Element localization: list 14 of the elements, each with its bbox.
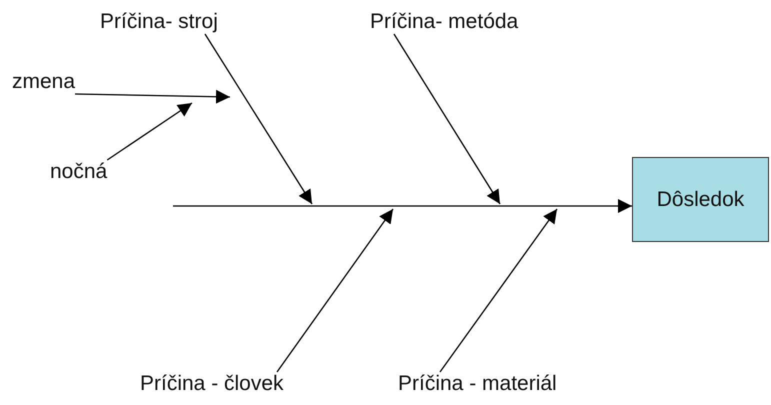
arrow (204, 34, 313, 204)
arrow (75, 90, 230, 104)
sub-cause-label: nočná (50, 160, 108, 184)
cause-label: Príčina - človek (140, 372, 284, 396)
sub-cause-label: zmena (12, 70, 76, 94)
cause-label: Príčina- metóda (370, 10, 518, 34)
arrow (276, 208, 394, 372)
arrow (439, 208, 558, 372)
spine-arrow (173, 199, 632, 213)
arrow (393, 34, 501, 204)
effect-box: Dôsledok (632, 157, 769, 242)
arrow (106, 102, 192, 161)
cause-label: Príčina - materiál (398, 372, 557, 396)
cause-label: Príčina- stroj (100, 10, 218, 34)
